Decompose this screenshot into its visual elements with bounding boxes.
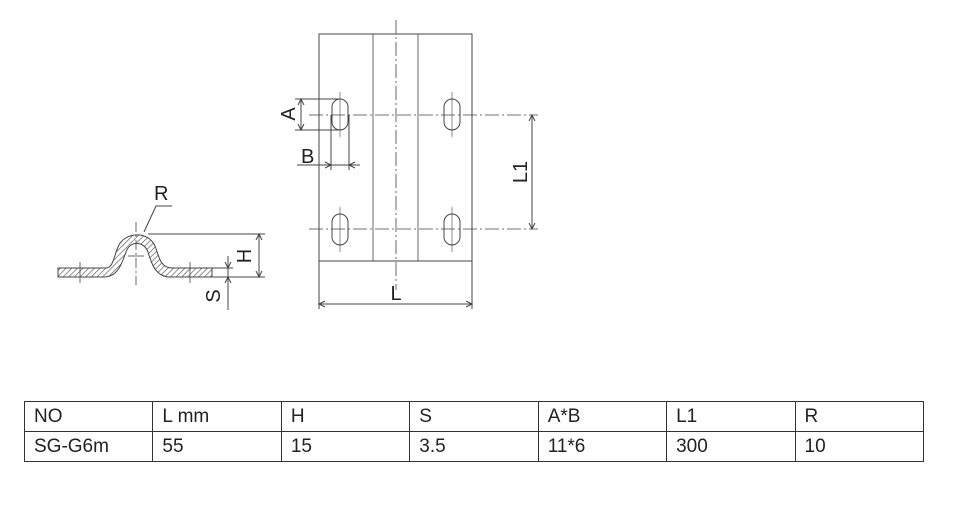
r-leader: [143, 205, 172, 233]
table-cell: 11*6: [537, 431, 668, 462]
top-view: [295, 20, 538, 309]
table-cell: 3.5: [409, 431, 539, 462]
specification-table: NO L mm H S A*B L1 R SG-G6m 55 15 3.5 11…: [23, 401, 925, 462]
table-header-row: NO L mm H S A*B L1 R: [23, 401, 925, 432]
header-cell: NO: [23, 401, 154, 432]
header-cell: L mm: [152, 401, 282, 432]
header-cell: A*B: [537, 401, 668, 432]
header-cell: L1: [666, 401, 796, 432]
table-cell: 15: [280, 431, 411, 462]
label-l: L: [390, 283, 401, 305]
header-cell: R: [794, 401, 925, 432]
side-profile-view: [57, 205, 265, 310]
label-b: B: [301, 146, 314, 168]
plate-outline: [318, 33, 473, 262]
table-cell: 10: [794, 431, 925, 462]
table-cell: SG-G6m: [23, 431, 154, 462]
label-r: R: [154, 183, 168, 205]
table-cell: 55: [152, 431, 282, 462]
table-cell: 300: [666, 431, 796, 462]
label-l1: L1: [510, 161, 532, 183]
label-s: S: [203, 289, 225, 302]
header-cell: S: [409, 401, 539, 432]
label-a: A: [278, 107, 300, 121]
table-row: SG-G6m 55 15 3.5 11*6 300 10: [23, 431, 925, 462]
header-cell: H: [280, 401, 411, 432]
label-h: H: [234, 249, 256, 263]
